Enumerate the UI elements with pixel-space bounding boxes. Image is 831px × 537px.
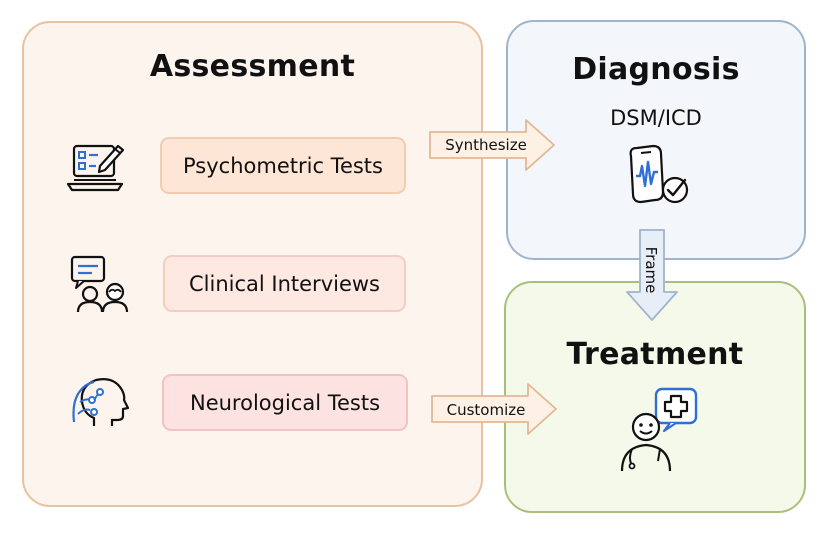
diagnosis-title: Diagnosis — [572, 52, 740, 87]
clinical-interviews-box: Clinical Interviews — [163, 255, 406, 312]
phone-waveform-check-icon — [629, 144, 689, 204]
frame-label: Frame — [642, 247, 660, 294]
customize-arrow: Customize — [431, 383, 557, 435]
doctor-medical-cross-icon — [620, 387, 698, 472]
synthesize-label: Synthesize — [445, 136, 527, 154]
frame-arrow: Frame — [626, 229, 678, 321]
synthesize-arrow: Synthesize — [429, 119, 555, 171]
psychometric-tests-box: Psychometric Tests — [160, 137, 406, 194]
neurological-tests-box: Neurological Tests — [162, 374, 408, 431]
brain-head-icon — [72, 378, 130, 426]
two-people-chat-icon — [70, 255, 129, 313]
laptop-checklist-icon — [66, 144, 125, 192]
assessment-title: Assessment — [149, 49, 356, 84]
treatment-title: Treatment — [566, 337, 744, 372]
customize-label: Customize — [447, 401, 526, 419]
diagnosis-subtitle: DSM/ICD — [610, 106, 702, 130]
